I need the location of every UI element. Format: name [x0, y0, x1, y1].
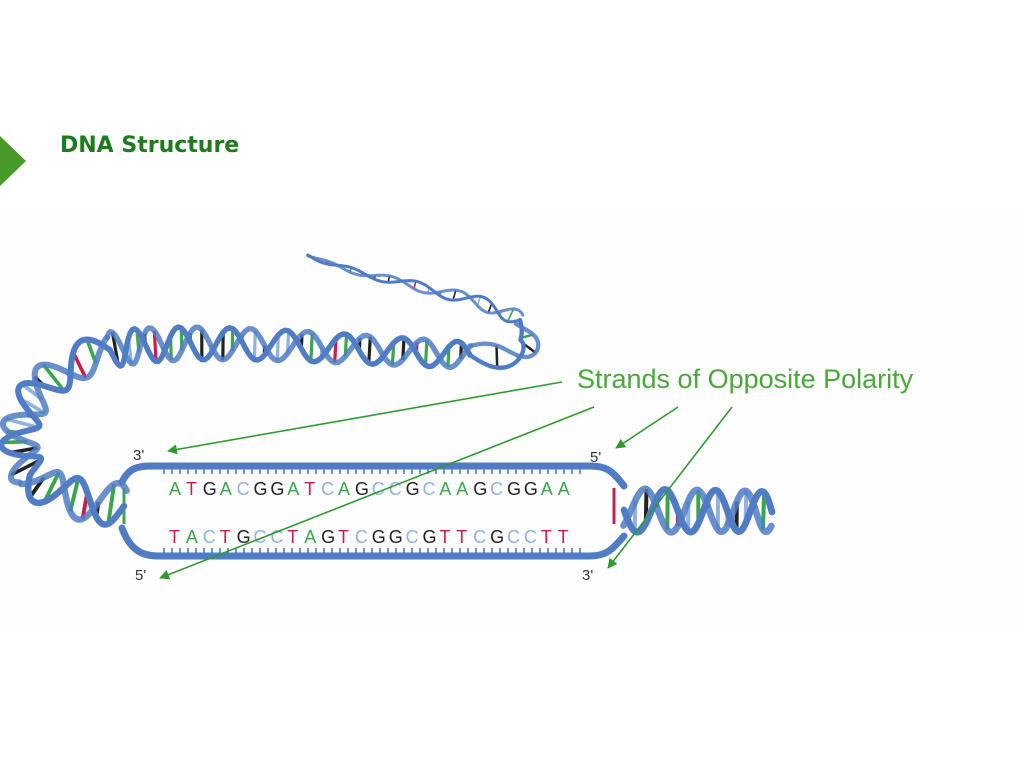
top-strand-base: A [558, 479, 570, 499]
base-pair-rung [42, 471, 61, 503]
bottom-strand-base: T [541, 527, 552, 547]
top-right-end-label: 5' [590, 449, 601, 466]
base-pair-rung [5, 417, 39, 430]
bottom-strand-base: C [254, 527, 267, 547]
bottom-strand-base: T [558, 527, 569, 547]
bottom-strand-base: T [456, 527, 467, 547]
polarity-callout: Strands of Opposite Polarity [577, 364, 914, 394]
bottom-strand-base: T [338, 527, 349, 547]
helix-backbone-strand [107, 324, 473, 370]
bottom-strand-base: G [490, 527, 504, 547]
helix-backbone-strand [17, 469, 130, 523]
top-strand-base: C [372, 479, 385, 499]
bottom-strand-base: G [237, 527, 251, 547]
top-strand-base: C [237, 479, 250, 499]
top-strand-base: C [423, 479, 436, 499]
slide-marker-arrow [0, 136, 26, 186]
bottom-strand-base: T [439, 527, 450, 547]
arrow-to-top-right-5prime [615, 406, 679, 449]
top-strand-base: C [321, 479, 334, 499]
base-pair-rung [252, 330, 257, 360]
bottom-backbone [118, 524, 628, 560]
top-strand-base: G [473, 479, 487, 499]
top-strand-base: C [389, 479, 402, 499]
bottom-strand-base: C [270, 527, 283, 547]
bottom-strand-base: C [406, 527, 419, 547]
top-left-end-label: 3' [133, 447, 144, 464]
top-strand-base: G [203, 479, 217, 499]
base-pair-rung [506, 308, 515, 322]
top-strand-base: G [355, 479, 369, 499]
bottom-strand-base: C [524, 527, 537, 547]
top-strand-base: A [456, 479, 468, 499]
top-strand-base: T [304, 479, 315, 499]
helix-backbone-strand [467, 317, 526, 370]
bottom-strand-base: C [355, 527, 368, 547]
base-pair-rung [309, 333, 314, 362]
arrow-to-bottom-left-5prime [159, 406, 595, 580]
top-strand-base: A [220, 479, 232, 499]
base-pair-rung [41, 363, 66, 392]
top-strand-base: G [406, 479, 420, 499]
bottom-right-end-label: 3' [582, 567, 593, 584]
top-strand-ticks [163, 468, 581, 474]
top-strand-base: G [507, 479, 521, 499]
bottom-strand-ticks [163, 548, 581, 554]
base-pair-rung [423, 340, 429, 366]
top-strand-base: T [186, 479, 197, 499]
bottom-strand-base: C [203, 527, 216, 547]
base-pair-rung [495, 345, 499, 368]
bottom-strand-base: G [423, 527, 437, 547]
arrow-to-top-left-3prime [167, 381, 563, 455]
helix-backbone-strand [104, 324, 474, 370]
bottom-strand-base: C [507, 527, 520, 547]
top-strand-base: A [338, 479, 350, 499]
bottom-strand-base: A [304, 527, 316, 547]
base-pair-rung [68, 477, 81, 512]
top-strand-base: G [524, 479, 538, 499]
bottom-strand-base: G [372, 527, 386, 547]
arrow-to-bottom-right-3prime [607, 406, 733, 569]
bottom-strand-base: C [473, 527, 486, 547]
top-strand-base: G [270, 479, 284, 499]
slide-title: DNA Structure [60, 133, 240, 158]
bottom-strand-base: T [287, 527, 298, 547]
bottom-strand-base: T [169, 527, 180, 547]
helix-backbones [0, 253, 776, 536]
callout-arrows [159, 381, 733, 580]
top-strand-base: A [169, 479, 181, 499]
top-strand-base: A [541, 479, 553, 499]
helix-backbone-strand [468, 321, 541, 360]
bottom-strand-base: G [389, 527, 403, 547]
base-pair-rung [452, 289, 457, 301]
bottom-strand-base: A [186, 527, 198, 547]
base-pair-rung [367, 336, 372, 364]
helix-backbone-strand [0, 334, 110, 486]
bottom-strand-base: T [220, 527, 231, 547]
top-strand-base: A [439, 479, 451, 499]
bottom-strand-base: G [321, 527, 335, 547]
base-pair-rung [71, 351, 88, 379]
helix-backbone-strand [306, 254, 525, 317]
helix-backbone-strand [25, 471, 128, 528]
top-strand-base: C [490, 479, 503, 499]
top-backbone [118, 462, 628, 490]
base-pair-rung [106, 484, 117, 524]
helix-backbone-strand [620, 485, 775, 536]
top-strand-base: G [254, 479, 268, 499]
helix-backbone-strand [0, 336, 113, 478]
top-strand-base: A [287, 479, 299, 499]
bottom-left-end-label: 5' [135, 567, 146, 584]
